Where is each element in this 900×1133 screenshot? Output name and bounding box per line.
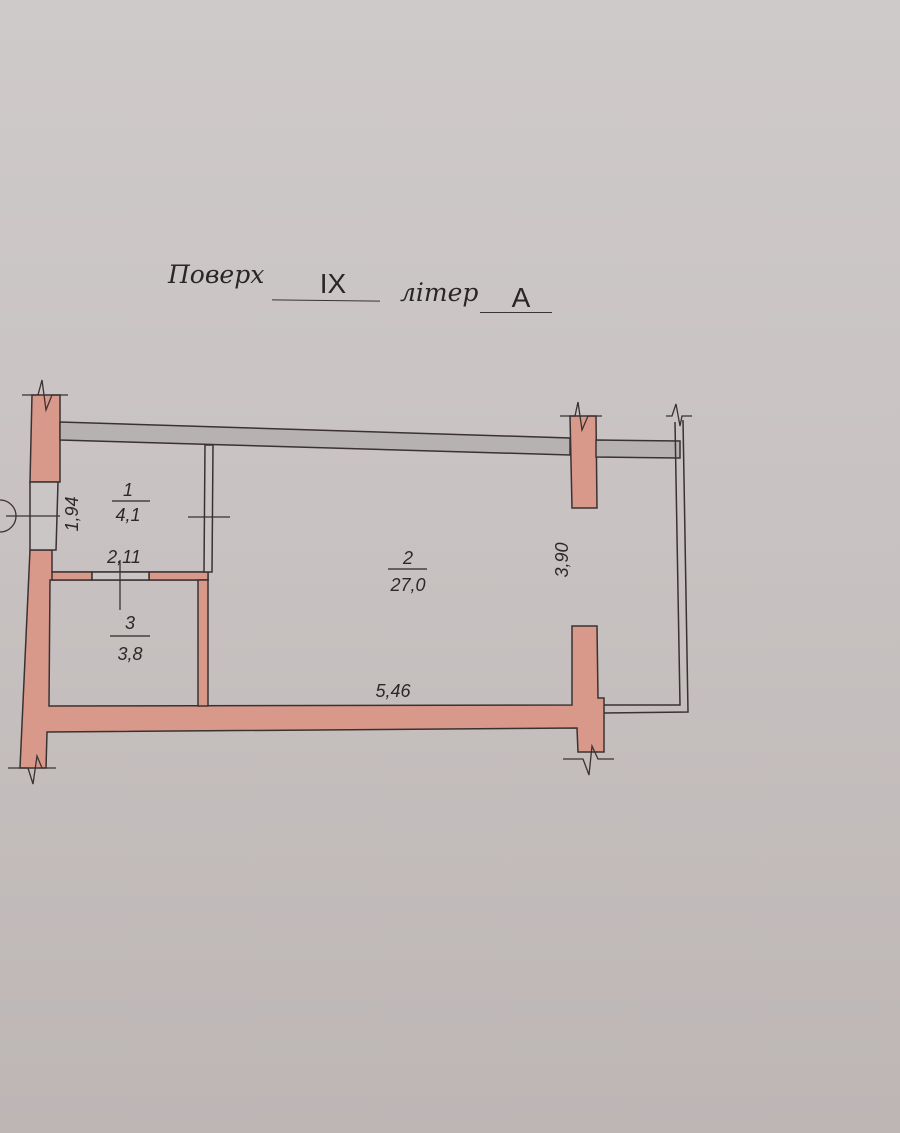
floor-header: Поверх IX літер A <box>168 258 588 318</box>
letter-value: A <box>511 282 531 313</box>
top-glazing-strip <box>59 421 571 456</box>
room-2-label: 2 27,0 <box>388 548 427 595</box>
break-symbol-bottom-left <box>8 753 56 785</box>
right-pier-upper <box>569 415 598 509</box>
letter-label: літер <box>400 278 479 307</box>
dim-room1-width: 2,11 <box>106 547 141 567</box>
dim-room2-width: 5,46 <box>375 681 411 701</box>
floor-label: Поверх <box>168 260 265 289</box>
balcony-outline-outer <box>603 419 689 714</box>
top-glazing-strip-right <box>595 439 681 459</box>
partition-r3-r2 <box>197 579 209 707</box>
break-symbol-bottom-right <box>563 743 614 776</box>
partition-r1-r3-right <box>148 571 209 581</box>
axis-circle <box>0 499 17 533</box>
room-1-label: 1 4,1 <box>112 480 150 525</box>
letter-underline <box>480 312 552 313</box>
break-symbol-balcony <box>666 403 692 427</box>
break-symbol-top-left <box>22 379 68 413</box>
partition-r1-r3-left <box>51 571 93 581</box>
dim-room2-height: 3,90 <box>552 542 572 577</box>
room-3-label: 3 3,8 <box>110 613 150 664</box>
balcony-outline-inner <box>604 421 681 706</box>
partition-r1-r2 <box>203 444 214 573</box>
break-symbol-top-right <box>560 401 602 433</box>
svg-text:1: 1 <box>123 480 133 500</box>
svg-text:3: 3 <box>125 613 135 633</box>
svg-text:4,1: 4,1 <box>115 505 140 525</box>
floor-value: IX <box>319 268 347 299</box>
svg-text:2: 2 <box>402 548 413 568</box>
svg-text:3,8: 3,8 <box>117 644 142 664</box>
dim-room1-height: 1,94 <box>62 496 82 531</box>
left-wall-upper <box>29 394 61 483</box>
left-bottom-wall <box>19 549 605 769</box>
svg-text:27,0: 27,0 <box>389 575 425 595</box>
